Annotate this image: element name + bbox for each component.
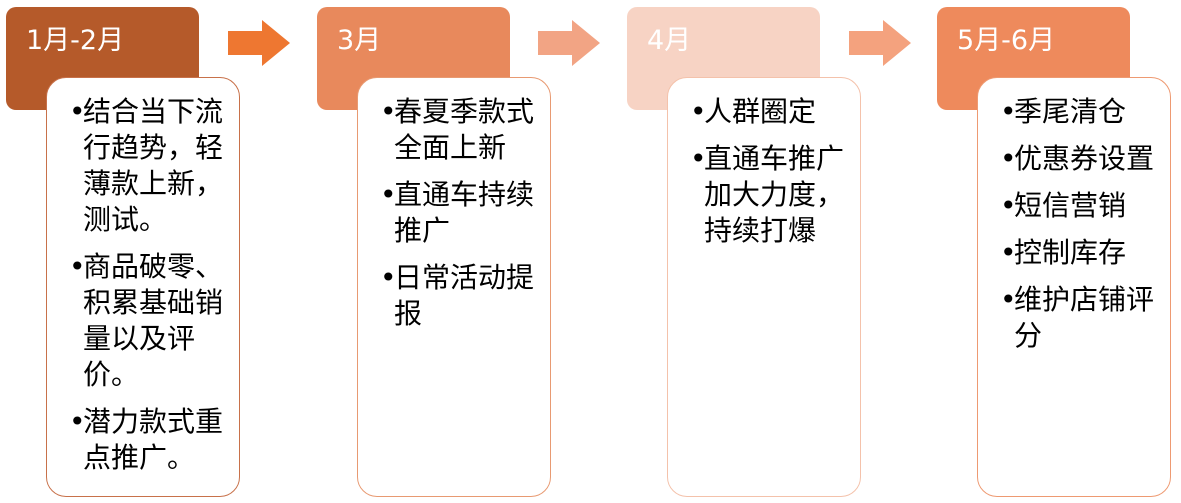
task-item: 直通车推广加大力度，持续打爆 (690, 141, 852, 249)
task-item: 潜力款式重点推广。 (69, 404, 231, 476)
stage-card-apr: 人群圈定 直通车推广加大力度，持续打爆 (667, 77, 861, 497)
task-item: 商品破零、积累基础销量以及评价。 (69, 249, 231, 393)
arrow-right-icon (849, 20, 911, 66)
stage-card-may-jun: 季尾清仓 优惠券设置 短信营销 控制库存 维护店铺评分 (977, 77, 1171, 497)
task-item: 人群圈定 (690, 94, 852, 130)
task-item: 季尾清仓 (1000, 94, 1162, 130)
arrow-right-icon (538, 20, 600, 66)
stage-card-mar: 春夏季款式全面上新 直通车持续推广 日常活动提报 (357, 77, 551, 497)
task-item: 日常活动提报 (380, 260, 542, 332)
task-item: 优惠券设置 (1000, 141, 1162, 177)
stage-label: 3月 (337, 25, 382, 56)
arrow-right-icon (228, 20, 290, 66)
stage-label: 5月-6月 (957, 25, 1056, 56)
stage-card-jan-feb: 结合当下流行趋势，轻薄款上新，测试。 商品破零、积累基础销量以及评价。 潜力款式… (46, 77, 240, 497)
stage-label: 1月-2月 (26, 25, 125, 56)
task-item: 春夏季款式全面上新 (380, 94, 542, 166)
task-item: 直通车持续推广 (380, 177, 542, 249)
task-item: 控制库存 (1000, 235, 1162, 271)
stage-label: 4月 (647, 25, 692, 56)
task-item: 维护店铺评分 (1000, 282, 1162, 354)
task-item: 短信营销 (1000, 188, 1162, 224)
task-item: 结合当下流行趋势，轻薄款上新，测试。 (69, 94, 231, 238)
